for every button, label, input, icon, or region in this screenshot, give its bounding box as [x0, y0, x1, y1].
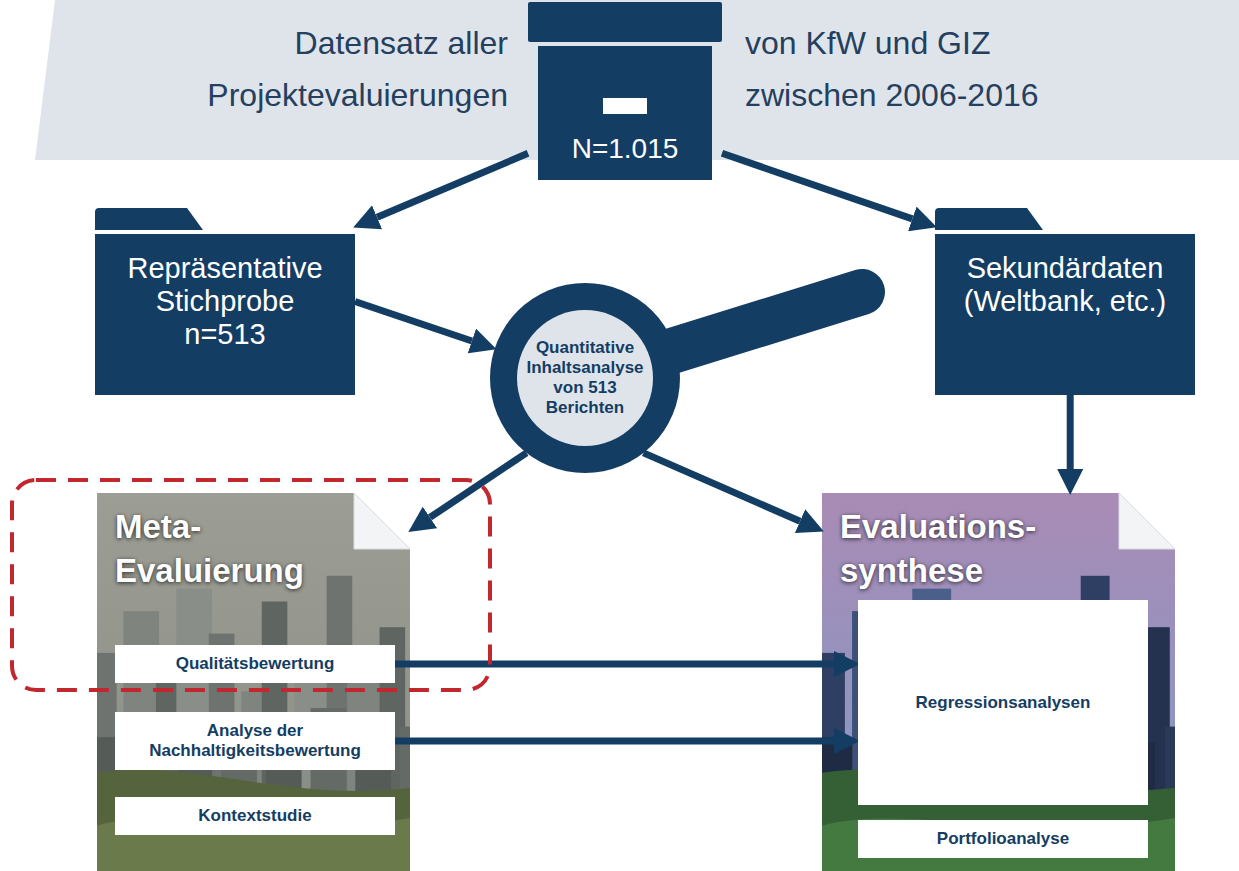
folder-body — [95, 234, 355, 395]
sample-folder: Repräsentative Stichprobe n=513 — [95, 208, 355, 395]
photo-sky — [97, 493, 410, 871]
text-holder: Sekundärdaten (Weltbank, etc.) — [945, 252, 1185, 318]
band-text: Datensatz aller Projektevaluierungen — [148, 17, 508, 121]
flow-arrow — [643, 453, 800, 521]
text-holder: Quantitative Inhaltsanalyse von 513 Beri… — [523, 338, 647, 418]
folder-tab — [935, 208, 1043, 230]
box-label: Kontextstudie — [125, 806, 385, 826]
text-holder: Analyse der Nachhaltigkeitsbewertung — [125, 721, 385, 761]
city-photo — [812, 493, 1216, 871]
text-holder: Repräsentative Stichprobe n=513 — [120, 252, 330, 351]
flow-arrow — [377, 153, 528, 217]
dataset-band: Datensatz aller Projektevaluierungen von … — [35, 0, 1239, 160]
magnifier-label: Quantitative Inhaltsanalyse von 513 Beri… — [523, 338, 647, 418]
band-text: von KfW und GIZ zwischen 2006-2016 — [745, 17, 1085, 121]
photo-sky — [822, 493, 1175, 871]
document-title: Evaluations- synthese — [840, 505, 1070, 593]
text-holder: Datensatz aller Projektevaluierungen — [148, 17, 508, 121]
method-box: Kontextstudie — [115, 797, 395, 835]
flow-arrow — [1067, 395, 1074, 469]
analysis-magnifier: Quantitative Inhaltsanalyse von 513 Beri… — [490, 283, 680, 473]
folder-label: Repräsentative Stichprobe n=513 — [120, 252, 330, 351]
text-holder: Kontextstudie — [125, 806, 385, 826]
text-holder: von KfW und GIZ zwischen 2006-2016 — [745, 17, 1085, 121]
box-label: Regressionsanalysen — [916, 693, 1091, 713]
magnifier-lens — [517, 310, 653, 446]
count-label: N=1.015 — [528, 132, 722, 166]
city-photo — [87, 493, 448, 871]
photo-building — [1177, 643, 1216, 835]
text-holder: Meta- Evaluierung — [115, 505, 345, 593]
method-box: Analyse der Nachhaltigkeitsbewertung — [115, 712, 395, 770]
text-holder: Regressionsanalysen — [916, 693, 1091, 713]
secondary-data-folder: Sekundärdaten (Weltbank, etc.) — [935, 208, 1195, 395]
folder-label: Sekundärdaten (Weltbank, etc.) — [945, 252, 1185, 318]
text-holder: N=1.015 — [528, 132, 722, 166]
photo-building — [412, 643, 448, 835]
flow-arrow — [395, 738, 834, 745]
method-box: Portfolioanalyse — [858, 820, 1148, 858]
method-box: Regressionsanalysen — [858, 600, 1148, 805]
method-box: Qualitätsbewertung — [115, 645, 395, 683]
box-label: Portfolioanalyse — [868, 829, 1138, 849]
box-label: Qualitätsbewertung — [125, 654, 385, 674]
archive-box: N=1.015 — [528, 2, 722, 180]
photo-trees — [822, 818, 1175, 871]
text-holder: Evaluations- synthese — [840, 505, 1070, 593]
folder-body — [935, 234, 1195, 395]
synthesis-document: Evaluations- syntheseRegressionsanalysen… — [822, 493, 1175, 871]
document-title: Meta- Evaluierung — [115, 505, 345, 593]
archive-label-plate — [603, 98, 647, 114]
magnifier-rim — [490, 283, 680, 473]
archive-lid — [528, 2, 722, 42]
folder-tab — [95, 208, 203, 230]
text-holder: Qualitätsbewertung — [125, 654, 385, 674]
photo-ground — [97, 770, 410, 871]
page-fold — [1119, 493, 1175, 549]
page-fold — [354, 493, 410, 549]
flow-arrow — [722, 153, 912, 219]
text-holder: Portfolioanalyse — [868, 829, 1138, 849]
box-label: Analyse der Nachhaltigkeitsbewertung — [125, 721, 385, 761]
meta-evaluation-document: Meta- EvaluierungQualitätsbewertungAnaly… — [97, 493, 410, 871]
flow-arrow — [430, 453, 527, 518]
flow-arrow — [395, 661, 834, 668]
flow-arrow — [355, 302, 472, 341]
